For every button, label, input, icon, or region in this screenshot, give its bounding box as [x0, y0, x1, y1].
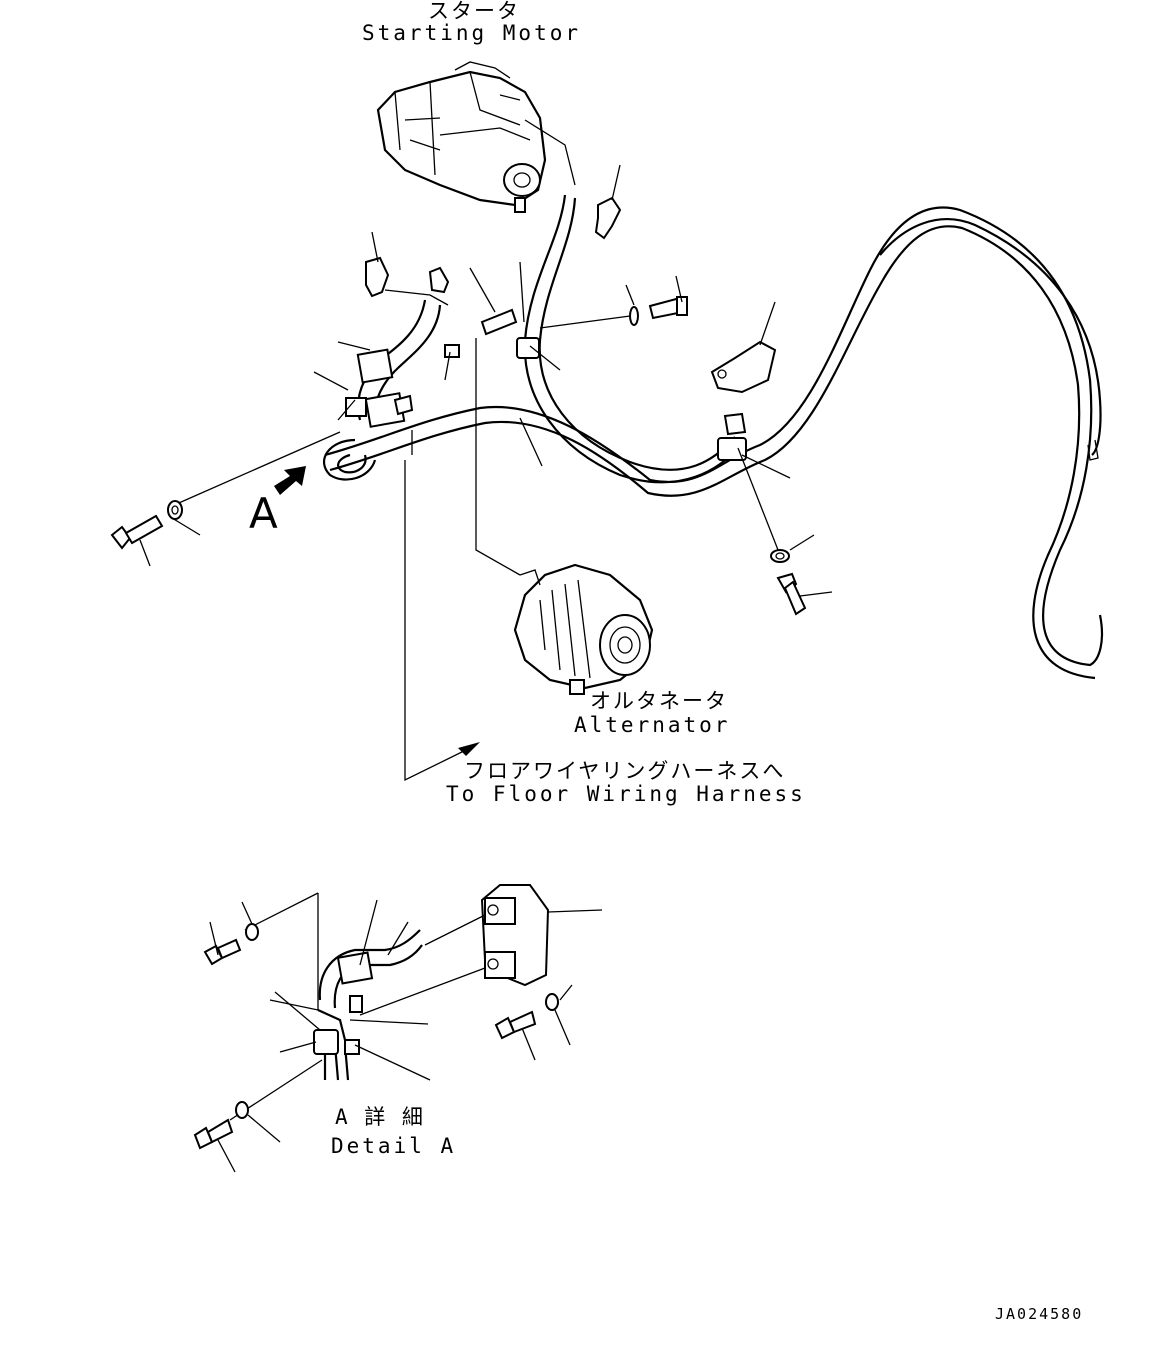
- harness-bracket: [710, 301, 777, 394]
- floor-harness-label-jp: フロアワイヤリングハーネスへ: [464, 759, 785, 783]
- detail-washer-2: [545, 993, 571, 1046]
- floor-harness-arrow: [458, 742, 480, 756]
- main-harness: [323, 194, 1104, 680]
- alternator-label-en: Alternator: [574, 713, 730, 737]
- washer-upper: [625, 284, 639, 326]
- detail-a-relay: [359, 884, 603, 1016]
- bolt-upper: [648, 275, 688, 320]
- starter-label-jp: スタータ: [428, 0, 520, 23]
- alternator: [513, 563, 654, 695]
- drawing-code: JA024580: [995, 1305, 1083, 1323]
- detail-a-label-jp: A 詳 細: [335, 1105, 425, 1129]
- harness-clamp-2: [717, 412, 791, 556]
- starting-motor: [376, 61, 576, 213]
- protective-sleeve: [469, 267, 518, 336]
- terminal-cap-starter: [594, 164, 622, 240]
- detail-bolt-2: [494, 1010, 537, 1040]
- view-a-arrow: [274, 466, 306, 495]
- detail-bolt-1: [203, 921, 242, 966]
- detail-a-label-en: Detail A: [331, 1134, 456, 1158]
- detail-a-leaders: [229, 899, 573, 1121]
- harness-clamp-1: [516, 337, 561, 371]
- washer-right: [770, 534, 815, 563]
- floor-harness-label-en: To Floor Wiring Harness: [446, 782, 806, 806]
- detail-bolt-3: [193, 1118, 236, 1173]
- alternator-label-jp: オルタネータ: [590, 689, 728, 713]
- bolt-right: [776, 572, 833, 616]
- view-a-letter: A: [249, 489, 278, 538]
- bolt-left: [110, 514, 164, 550]
- leader-lines: [139, 261, 631, 782]
- detail-washer-1: [241, 901, 259, 941]
- washer-left: [167, 500, 183, 520]
- relay-cluster: [337, 341, 460, 428]
- detail-washer-3: [235, 1101, 281, 1143]
- detail-a-harness: [244, 892, 423, 1081]
- terminal-cap-left: [365, 231, 450, 298]
- starter-label-en: Starting Motor: [362, 21, 581, 45]
